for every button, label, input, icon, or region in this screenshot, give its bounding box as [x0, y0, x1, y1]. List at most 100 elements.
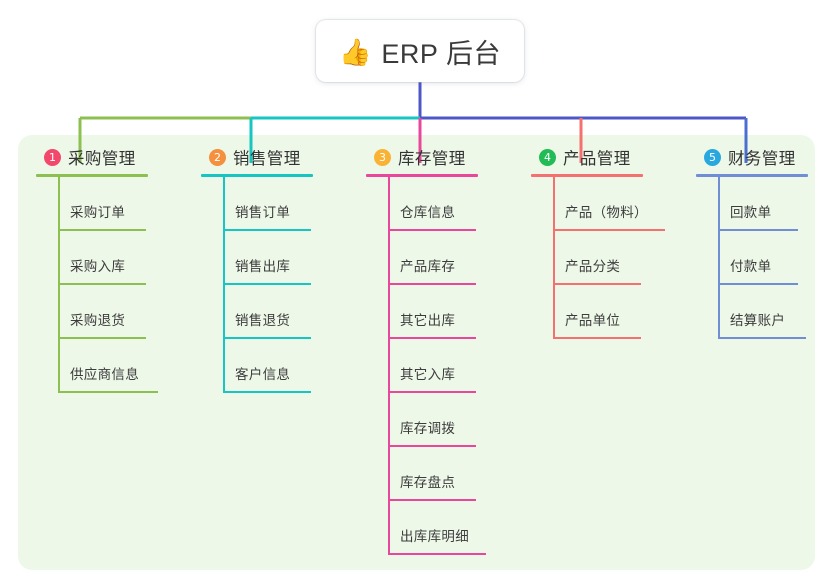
branch-item-label: 产品（物料） [565, 205, 648, 220]
branch-item-underline [718, 229, 798, 231]
branch-item[interactable]: 采购订单 [58, 177, 148, 231]
branch-spine [718, 177, 720, 339]
branch-item[interactable]: 采购退货 [58, 285, 148, 339]
branch-item-label: 产品分类 [565, 259, 621, 274]
branch-item-label: 产品单位 [565, 313, 621, 328]
branch-item-underline [553, 229, 665, 231]
branch-underline [36, 174, 148, 177]
branch-item-label: 客户信息 [235, 367, 291, 382]
branch-title: 销售管理 [233, 150, 301, 168]
branch-item[interactable]: 产品库存 [388, 231, 478, 285]
branch-underline [531, 174, 643, 177]
branch-item-label: 库存盘点 [400, 475, 456, 490]
branch-item[interactable]: 付款单 [718, 231, 808, 285]
branch-item-underline [223, 283, 311, 285]
branch-item-label: 采购入库 [70, 259, 126, 274]
branch-underline [201, 174, 313, 177]
branch-item-underline [58, 283, 146, 285]
branch-item-underline [388, 499, 476, 501]
thumbs-up-icon: 👍 [339, 37, 372, 67]
branch-item-label: 库存调拨 [400, 421, 456, 436]
branch-item-label: 销售退货 [235, 313, 291, 328]
branch-item[interactable]: 销售退货 [223, 285, 313, 339]
branch-item[interactable]: 仓库信息 [388, 177, 478, 231]
branch-item-label: 采购订单 [70, 205, 126, 220]
branch-item-underline [388, 229, 476, 231]
branch-number-badge: 4 [539, 148, 556, 166]
branch-spine [553, 177, 555, 339]
branch-item[interactable]: 销售订单 [223, 177, 313, 231]
branch-spine [388, 177, 390, 555]
branch-header-2[interactable]: 2 销售管理 [201, 145, 313, 169]
branch-item[interactable]: 供应商信息 [58, 339, 158, 393]
branch-item-label: 付款单 [730, 259, 772, 274]
branch-item-label: 销售出库 [235, 259, 291, 274]
branch-item[interactable]: 产品（物料） [553, 177, 665, 231]
branch-item-underline [58, 337, 146, 339]
branch-item-label: 出库库明细 [400, 529, 469, 544]
branch-item-underline [388, 391, 476, 393]
branch-number-badge: 5 [704, 148, 721, 166]
branch-item-underline [388, 283, 476, 285]
branch-item[interactable]: 产品分类 [553, 231, 643, 285]
branch-header-1[interactable]: 1 采购管理 [36, 145, 148, 169]
branch-item-label: 供应商信息 [70, 367, 139, 382]
branch-underline [366, 174, 478, 177]
branch-item-label: 回款单 [730, 205, 772, 220]
branch-item[interactable]: 出库库明细 [388, 501, 486, 555]
branch-title: 产品管理 [563, 150, 631, 168]
branch-column-2: 2 销售管理销售订单销售出库销售退货客户信息 [201, 145, 313, 393]
branch-item[interactable]: 结算账户 [718, 285, 808, 339]
branch-item-label: 仓库信息 [400, 205, 456, 220]
branch-item-underline [388, 337, 476, 339]
branch-item-underline [718, 337, 806, 339]
branch-title: 库存管理 [398, 150, 466, 168]
branch-item[interactable]: 客户信息 [223, 339, 313, 393]
branch-header-5[interactable]: 5 财务管理 [696, 145, 808, 169]
branch-title: 采购管理 [68, 150, 136, 168]
branch-item-underline [223, 229, 311, 231]
branch-item-underline [553, 337, 641, 339]
branch-items: 销售订单销售出库销售退货客户信息 [201, 177, 313, 393]
branch-header-4[interactable]: 4 产品管理 [531, 145, 643, 169]
branch-spine [223, 177, 225, 393]
branch-column-4: 4 产品管理产品（物料） 产品分类产品单位 [531, 145, 665, 339]
branch-item-underline [553, 283, 641, 285]
branch-header-3[interactable]: 3 库存管理 [366, 145, 478, 169]
branch-item[interactable]: 回款单 [718, 177, 808, 231]
branch-item[interactable]: 其它入库 [388, 339, 478, 393]
branch-column-1: 1 采购管理采购订单采购入库采购退货供应商信息 [36, 145, 158, 393]
branch-item-underline [223, 337, 311, 339]
branch-items: 产品（物料） 产品分类产品单位 [531, 177, 665, 339]
branch-item[interactable]: 其它出库 [388, 285, 478, 339]
branch-item-underline [388, 445, 476, 447]
branch-item-underline [388, 553, 486, 555]
root-title: ERP 后台 [381, 38, 501, 69]
branch-item-label: 销售订单 [235, 205, 291, 220]
branch-number-badge: 2 [209, 148, 226, 166]
branch-column-5: 5 财务管理回款单付款单结算账户 [696, 145, 808, 339]
branch-item-label: 其它入库 [400, 367, 456, 382]
branch-item[interactable]: 库存调拨 [388, 393, 478, 447]
branch-number-badge: 1 [44, 148, 61, 166]
branch-number-badge: 3 [374, 148, 391, 166]
branch-item-underline [718, 283, 798, 285]
branch-item-underline [223, 391, 311, 393]
branch-item[interactable]: 采购入库 [58, 231, 148, 285]
branch-items: 仓库信息产品库存其它出库其它入库库存调拨库存盘点出库库明细 [366, 177, 486, 555]
branch-item[interactable]: 库存盘点 [388, 447, 478, 501]
branch-column-3: 3 库存管理仓库信息产品库存其它出库其它入库库存调拨库存盘点出库库明细 [366, 145, 486, 555]
branch-item-label: 采购退货 [70, 313, 126, 328]
branch-item[interactable]: 产品单位 [553, 285, 643, 339]
root-node[interactable]: 👍 ERP 后台 [316, 20, 524, 82]
branch-title: 财务管理 [728, 150, 796, 168]
branch-item-underline [58, 391, 158, 393]
branches-panel [18, 135, 815, 570]
branch-spine [58, 177, 60, 393]
branch-item-label: 产品库存 [400, 259, 456, 274]
branch-underline [696, 174, 808, 177]
branch-item[interactable]: 销售出库 [223, 231, 313, 285]
branch-item-underline [58, 229, 146, 231]
branch-items: 采购订单采购入库采购退货供应商信息 [36, 177, 158, 393]
